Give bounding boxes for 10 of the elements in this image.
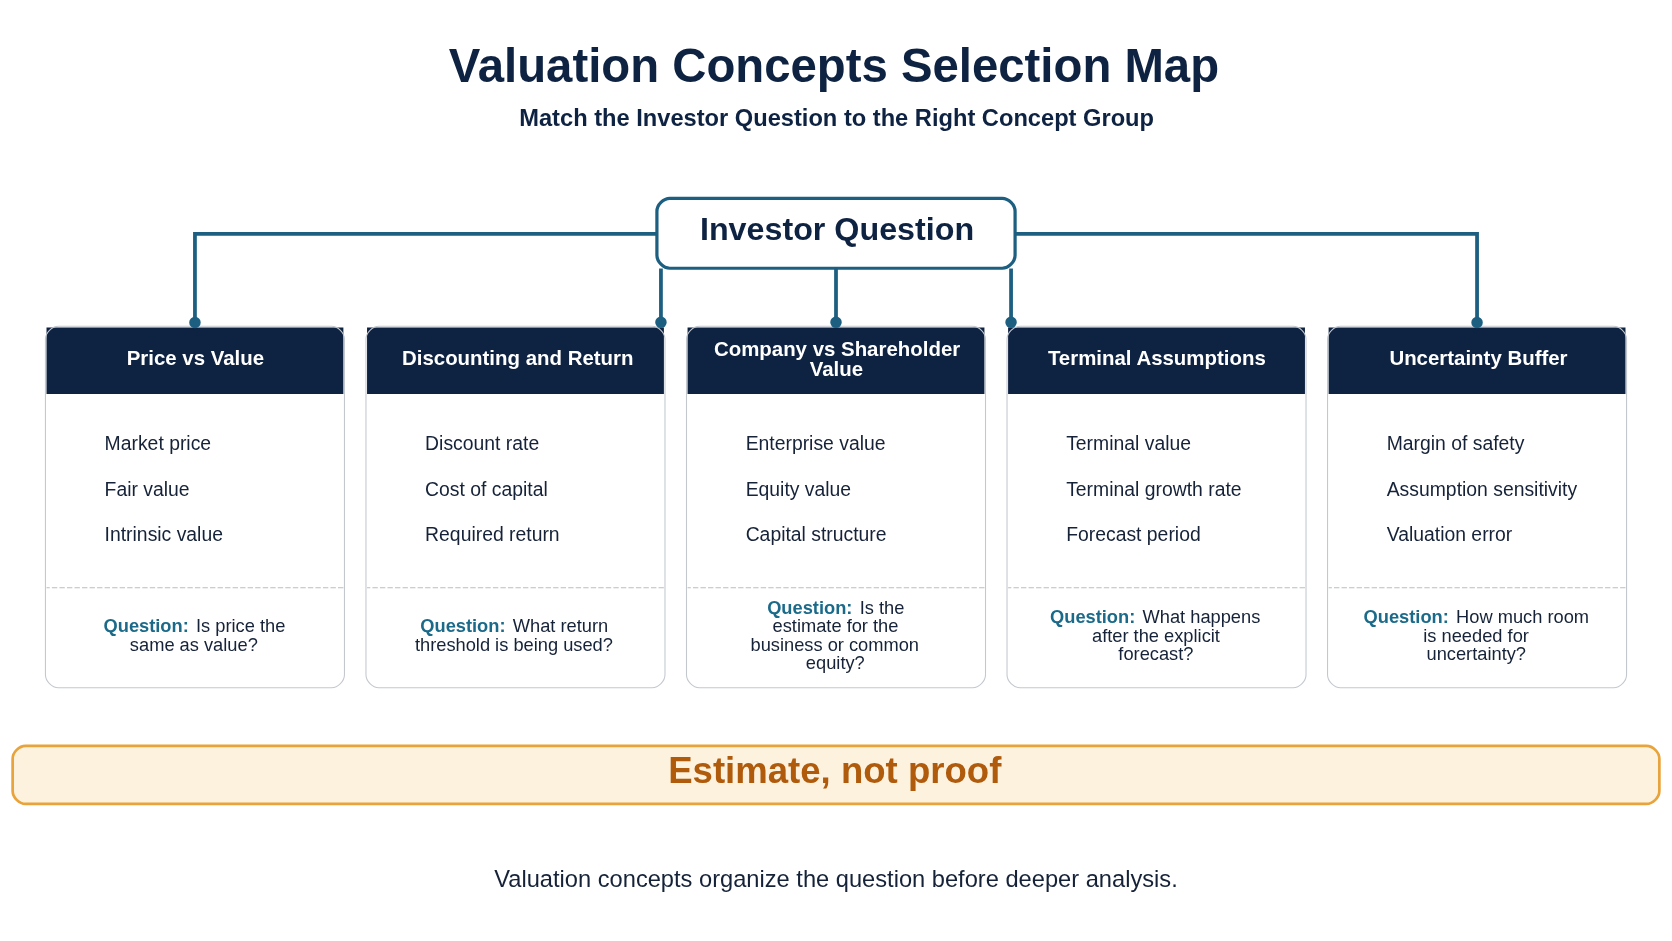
diagram-title: Valuation Concepts Selection Map — [448, 38, 1220, 92]
node-box: Investor Question — [655, 196, 1017, 270]
caption: Valuation concepts organize the question before deeper analysis. — [494, 865, 1178, 892]
label: Match the Investor Question to the Right Concept Group — [519, 104, 1155, 131]
connector — [655, 268, 667, 328]
connector — [830, 268, 842, 328]
connector — [1005, 268, 1017, 328]
node-box: Estimate, not proof — [11, 743, 1661, 805]
connector — [189, 231, 657, 328]
connector — [1015, 231, 1483, 328]
